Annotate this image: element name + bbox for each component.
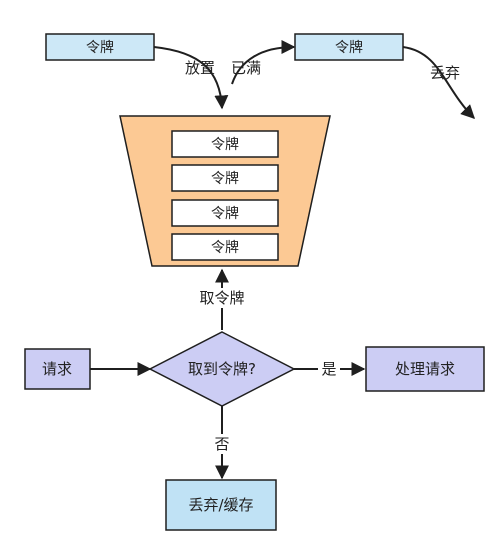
token-bucket: 令牌 令牌 令牌 令牌 bbox=[119, 115, 331, 267]
bucket-slot: 令牌 bbox=[171, 130, 279, 158]
bucket-full-arrow bbox=[231, 40, 296, 85]
discard-arrow bbox=[402, 46, 475, 119]
token-incoming-node: 令牌 bbox=[45, 33, 155, 61]
no-label: 否 bbox=[214, 435, 229, 453]
handle-request-label: 处理请求 bbox=[395, 360, 455, 378]
bucket-slot-label: 令牌 bbox=[211, 170, 239, 187]
bucket-slot-label: 令牌 bbox=[211, 239, 239, 256]
yes-label-bg bbox=[318, 359, 340, 379]
bucket-slot: 令牌 bbox=[171, 164, 279, 192]
decision-node: 取到令牌? bbox=[148, 331, 296, 407]
no-label-bg bbox=[212, 434, 232, 454]
discard-label: 丢弃 bbox=[430, 64, 460, 82]
put-into-bucket-arrow bbox=[153, 46, 229, 110]
take-token-label: 取令牌 bbox=[199, 289, 244, 307]
bucket-slot: 令牌 bbox=[171, 233, 279, 261]
request-node: 请求 bbox=[24, 348, 91, 390]
handle-request-node: 处理请求 bbox=[365, 346, 485, 392]
full-label: 已满 bbox=[231, 59, 261, 77]
bucket-slot-label: 令牌 bbox=[211, 136, 239, 153]
token-overflow-label: 令牌 bbox=[335, 39, 363, 56]
put-label: 放置 bbox=[185, 59, 215, 77]
discard-cache-node: 丢弃/缓存 bbox=[165, 479, 277, 531]
token-incoming-label: 令牌 bbox=[86, 39, 114, 56]
bucket-slot: 令牌 bbox=[171, 199, 279, 227]
request-label: 请求 bbox=[42, 360, 72, 378]
bucket-slot-label: 令牌 bbox=[211, 205, 239, 222]
take-token-label-bg bbox=[193, 288, 251, 308]
discard-cache-label: 丢弃/缓存 bbox=[188, 496, 253, 514]
token-overflow-node: 令牌 bbox=[294, 33, 404, 61]
decision-label: 取到令牌? bbox=[188, 360, 256, 378]
yes-label: 是 bbox=[321, 360, 336, 378]
